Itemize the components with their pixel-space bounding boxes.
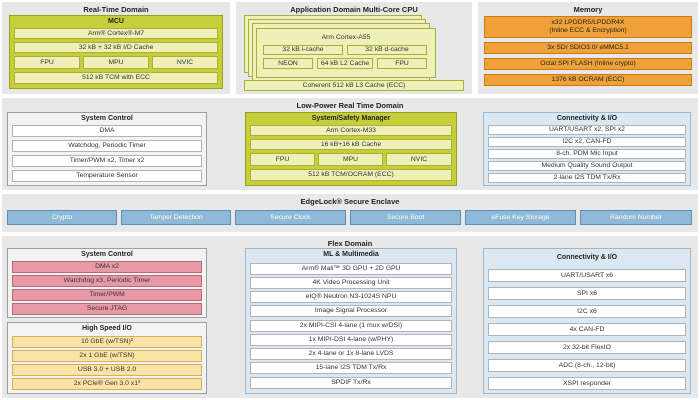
memory-lpddr: x32 LPDDR5/LPDDR4X (Inline ECC & Encrypt…: [484, 16, 692, 38]
flex-conn-item: 4x CAN-FD: [488, 323, 686, 336]
lp-sys-item: DMA: [12, 125, 202, 137]
lp-connectivity: Connectivity & I/O UART/USART x2, SPI x2…: [483, 112, 691, 186]
ml-item: 15-lane I2S TDM Tx/Rx: [250, 362, 452, 374]
l3-cache: Coherent 512 kB L3 Cache (ECC): [244, 80, 464, 91]
memory-lpddr-label: x32 LPDDR5/LPDDR4X (Inline ECC & Encrypt…: [549, 19, 627, 34]
lp-conn-item: 8-ch. PDM Mic Input: [488, 149, 686, 159]
lp-sys-item: Watchdog, Periodic Timer: [12, 140, 202, 152]
flex-conn-item: SPI x6: [488, 287, 686, 300]
realtime-domain: Real-Time Domain MCU Arm® Cortex®-M7 32 …: [2, 2, 230, 94]
m33-core: Arm Cortex-M33: [250, 125, 452, 136]
m33-cache: 16 kB+16 kB Cache: [250, 139, 452, 150]
application-domain-title: Application Domain Multi-Core CPU: [290, 5, 418, 14]
flex-conn-item: UART/USART x6: [488, 269, 686, 282]
m33-mpu: MPU: [318, 153, 383, 166]
edgelock-enclave: EdgeLock® Secure Enclave Crypto Tamper D…: [2, 194, 698, 232]
flex-system-control: System Control DMA x2 Watchdog x3, Perio…: [7, 248, 207, 318]
lp-system-control-title: System Control: [81, 115, 133, 122]
high-speed-io: High Speed I/O 10 GbE (w/TSN)² 2x 1 GbE …: [7, 322, 207, 394]
safety-manager-title: System/Safety Manager: [311, 115, 391, 122]
edgelock-crypto: Crypto: [7, 210, 117, 225]
flex-conn-item: XSPI responder: [488, 377, 686, 390]
mcu-cache: 32 kB + 32 kB I/D Cache: [14, 42, 218, 53]
flex-domain-title: Flex Domain: [327, 239, 373, 248]
a55-icache: 32 kB i-cache: [263, 45, 343, 55]
m33-tcm: 512 kB TCM/OCRAM (ECC): [250, 169, 452, 181]
edgelock-boot: Secure Boot: [350, 210, 461, 225]
flex-domain: Flex Domain System Control DMA x2 Watchd…: [2, 236, 698, 398]
a55-core-label: Arm Cortex-A55: [321, 34, 371, 42]
memory-sd: 3x SD/ SDIO3.0/ eMMC5.1: [484, 42, 692, 54]
memory-ocram: 1376 kB OCRAM (ECC): [484, 74, 692, 86]
a55-fpu: FPU: [377, 58, 427, 69]
ml-item: eIQ® Neutron N3-1024S NPU: [250, 291, 452, 303]
lp-conn-item: UART/USART x2, SPI x2: [488, 125, 686, 135]
ml-item: 2x 4-lane or 1x 8-lane LVDS: [250, 348, 452, 360]
flex-sys-item: Watchdog x3, Periodic Timer: [12, 275, 202, 287]
mcu-fpu: FPU: [14, 56, 80, 69]
a55-neon: NEON: [263, 58, 313, 69]
lp-conn-item: Medium Quality Sound Output: [488, 161, 686, 171]
ml-item: SPDIF Tx/Rx: [250, 377, 452, 389]
flex-sys-item: DMA x2: [12, 261, 202, 273]
low-power-domain-title: Low-Power Real Time Domain: [296, 101, 404, 110]
ml-multimedia-title: ML & Multimedia: [323, 251, 379, 258]
mcu-mpu: MPU: [83, 56, 149, 69]
safety-manager-block: System/Safety Manager Arm Cortex-M33 16 …: [245, 112, 457, 186]
flex-connectivity: Connectivity & I/O UART/USART x6 SPI x6 …: [483, 248, 691, 394]
hs-io-item: USB 3.0 + USB 2.0: [12, 364, 202, 376]
memory-domain-title: Memory: [573, 5, 603, 14]
edgelock-clock: Secure Clock: [235, 210, 346, 225]
high-speed-io-title: High Speed I/O: [82, 325, 132, 332]
realtime-domain-title: Real-Time Domain: [83, 5, 149, 14]
flex-system-control-title: System Control: [81, 251, 133, 258]
ml-item: 1x MIPI-DSI 4-lane (w/PHY): [250, 334, 452, 346]
flex-conn-item: 2x 32-bit FlexIO: [488, 341, 686, 354]
mcu-tcm: 512 kB TCM with ECC: [14, 72, 218, 84]
lp-connectivity-title: Connectivity & I/O: [556, 115, 618, 122]
hs-io-item: 2x PCIe® Gen 3.0 x1³: [12, 378, 202, 390]
ml-item: Image Signal Processor: [250, 305, 452, 317]
cortex-a55-core: Arm Cortex-A55 32 kB i-cache 32 kB d-cac…: [256, 28, 436, 78]
mcu-core: Arm® Cortex®-M7: [14, 28, 218, 39]
m33-nvic: NVIC: [386, 153, 452, 166]
a55-dcache: 32 kB d-cache: [347, 45, 427, 55]
edgelock-random: Random Number: [580, 210, 692, 225]
flex-sys-item: Timer/PWM: [12, 289, 202, 301]
ml-multimedia: ML & Multimedia Arm® Mali™ 3D GPU + 2D G…: [245, 248, 457, 394]
lp-sys-item: Temperature Sensor: [12, 170, 202, 182]
a55-l2-cache: 64 kB L2 Cache: [317, 58, 373, 69]
hs-io-item: 10 GbE (w/TSN)²: [12, 336, 202, 348]
flex-sys-item: Secure JTAG: [12, 303, 202, 315]
application-domain: Application Domain Multi-Core CPU Arm Co…: [236, 2, 472, 94]
flex-conn-item: I2C x6: [488, 305, 686, 318]
mcu-block: MCU Arm® Cortex®-M7 32 kB + 32 kB I/D Ca…: [9, 15, 223, 89]
ml-item: Arm® Mali™ 3D GPU + 2D GPU: [250, 263, 452, 275]
hs-io-item: 2x 1 GbE (w/TSN): [12, 350, 202, 362]
edgelock-tamper: Tamper Detection: [121, 210, 231, 225]
flex-connectivity-title: Connectivity & I/O: [556, 254, 618, 261]
memory-spi-flash: Octal SPI FLASH (Inline crypto): [484, 58, 692, 70]
ml-item: 2x MIPI-CSI 4-lane (1 mux w/DSI): [250, 320, 452, 332]
lp-system-control: System Control DMA Watchdog, Periodic Ti…: [7, 112, 207, 186]
edgelock-title: EdgeLock® Secure Enclave: [300, 197, 400, 206]
lp-sys-item: Timer/PWM x2, Timer x2: [12, 155, 202, 167]
edgelock-efuse: eFuse Key Storage: [465, 210, 576, 225]
mcu-nvic: NVIC: [152, 56, 218, 69]
lp-conn-item: I2C x2, CAN-FD: [488, 137, 686, 147]
flex-conn-item: ADC (8-ch., 12-bit): [488, 359, 686, 372]
m33-fpu: FPU: [250, 153, 315, 166]
lp-conn-item: 2-lane I2S TDM Tx/Rx: [488, 173, 686, 183]
mcu-title: MCU: [108, 18, 124, 25]
ml-item: 4K Video Processing Unit: [250, 277, 452, 289]
memory-domain: Memory x32 LPDDR5/LPDDR4X (Inline ECC & …: [478, 2, 698, 94]
low-power-domain: Low-Power Real Time Domain System Contro…: [2, 98, 698, 190]
